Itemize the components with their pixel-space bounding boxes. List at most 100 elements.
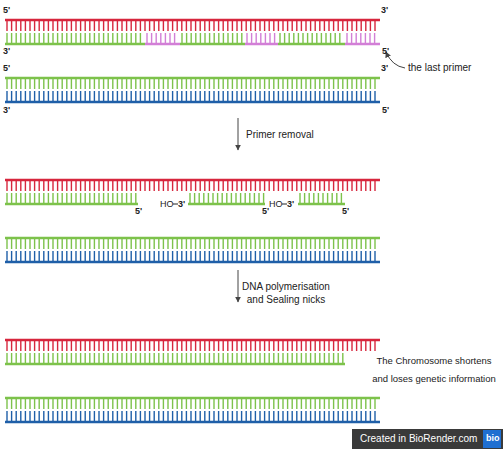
base-tick bbox=[204, 238, 205, 249]
base-tick bbox=[62, 33, 63, 44]
base-tick bbox=[107, 20, 108, 31]
base-tick bbox=[121, 33, 122, 44]
base-tick bbox=[98, 251, 99, 262]
base-tick bbox=[195, 91, 196, 102]
base-tick bbox=[190, 20, 191, 31]
base-tick bbox=[186, 91, 187, 102]
base-tick bbox=[347, 411, 348, 422]
base-tick bbox=[289, 33, 290, 44]
base-tick bbox=[25, 33, 26, 44]
base-tick bbox=[57, 238, 58, 249]
base-tick bbox=[121, 180, 122, 191]
base-tick bbox=[25, 251, 26, 262]
base-tick bbox=[259, 353, 260, 364]
base-tick bbox=[34, 353, 35, 364]
base-tick bbox=[98, 340, 99, 351]
strand-end-label: 3' bbox=[3, 105, 10, 116]
base-tick bbox=[319, 411, 320, 422]
base-tick bbox=[39, 78, 40, 89]
base-tick bbox=[269, 340, 270, 351]
base-tick bbox=[117, 238, 118, 249]
base-tick bbox=[107, 193, 108, 204]
base-tick bbox=[292, 398, 293, 409]
base-tick bbox=[194, 193, 195, 204]
base-tick bbox=[305, 78, 306, 89]
base-tick bbox=[16, 20, 17, 31]
base-tick bbox=[43, 353, 44, 364]
base-tick bbox=[305, 398, 306, 409]
base-tick bbox=[351, 398, 352, 409]
base-tick bbox=[43, 340, 44, 351]
base-tick bbox=[209, 411, 210, 422]
base-tick bbox=[190, 398, 191, 409]
base-tick bbox=[347, 238, 348, 249]
base-tick bbox=[163, 398, 164, 409]
base-tick bbox=[172, 353, 173, 364]
base-tick bbox=[163, 411, 164, 422]
base-tick bbox=[370, 251, 371, 262]
base-tick bbox=[301, 238, 302, 249]
base-tick bbox=[112, 353, 113, 364]
base-tick bbox=[221, 193, 222, 204]
base-tick bbox=[264, 340, 265, 351]
base-tick bbox=[236, 78, 237, 89]
base-tick bbox=[273, 78, 274, 89]
base-tick bbox=[273, 353, 274, 364]
base-tick bbox=[255, 91, 256, 102]
base-tick bbox=[305, 91, 306, 102]
base-tick bbox=[223, 33, 224, 44]
base-tick bbox=[374, 180, 375, 191]
base-tick bbox=[209, 251, 210, 262]
base-tick bbox=[57, 91, 58, 102]
base-tick bbox=[158, 20, 159, 31]
base-tick bbox=[264, 251, 265, 262]
base-tick bbox=[43, 78, 44, 89]
base-tick bbox=[296, 340, 297, 351]
base-tick bbox=[213, 238, 214, 249]
base-tick bbox=[52, 238, 53, 249]
base-tick bbox=[11, 340, 12, 351]
base-tick bbox=[315, 91, 316, 102]
base-tick bbox=[34, 340, 35, 351]
base-tick bbox=[153, 251, 154, 262]
base-tick bbox=[167, 398, 168, 409]
base-tick bbox=[213, 340, 214, 351]
base-tick bbox=[195, 411, 196, 422]
dna-strand bbox=[180, 33, 245, 44]
base-tick bbox=[144, 91, 145, 102]
base-tick bbox=[186, 340, 187, 351]
base-tick bbox=[16, 180, 17, 191]
base-tick bbox=[333, 238, 334, 249]
base-tick bbox=[48, 353, 49, 364]
base-tick bbox=[293, 33, 294, 44]
base-tick bbox=[356, 20, 357, 31]
base-tick bbox=[71, 353, 72, 364]
base-tick bbox=[62, 353, 63, 364]
base-tick bbox=[195, 398, 196, 409]
strand-end-label: 5' bbox=[135, 206, 142, 217]
base-tick bbox=[62, 180, 63, 191]
base-tick bbox=[25, 91, 26, 102]
base-tick bbox=[176, 340, 177, 351]
base-tick bbox=[167, 20, 168, 31]
base-tick bbox=[121, 20, 122, 31]
base-tick bbox=[301, 20, 302, 31]
base-tick bbox=[319, 340, 320, 351]
base-tick bbox=[52, 91, 53, 102]
base-tick bbox=[218, 91, 219, 102]
base-tick bbox=[370, 180, 371, 191]
base-tick bbox=[287, 398, 288, 409]
base-tick bbox=[57, 411, 58, 422]
base-tick bbox=[98, 78, 99, 89]
dna-strand bbox=[5, 91, 380, 102]
base-tick bbox=[351, 340, 352, 351]
base-tick bbox=[149, 251, 150, 262]
base-tick bbox=[328, 340, 329, 351]
base-tick bbox=[232, 180, 233, 191]
base-tick bbox=[84, 78, 85, 89]
base-tick bbox=[103, 78, 104, 89]
base-tick bbox=[328, 238, 329, 249]
base-tick bbox=[195, 33, 196, 44]
base-tick bbox=[296, 411, 297, 422]
base-tick bbox=[75, 398, 76, 409]
